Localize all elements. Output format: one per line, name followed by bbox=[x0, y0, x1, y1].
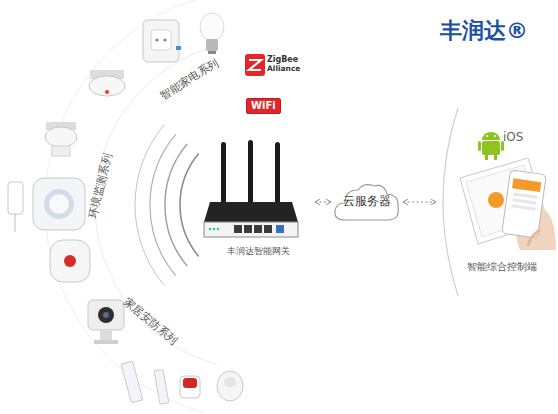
phone-in-hand bbox=[502, 170, 556, 250]
smart-socket bbox=[143, 20, 181, 62]
motion-sensor bbox=[217, 371, 243, 401]
brand-logo: 丰润达® bbox=[440, 18, 528, 43]
dashed-arrow bbox=[315, 201, 331, 202]
zigbee-logo bbox=[245, 54, 265, 76]
signal-arc bbox=[135, 125, 164, 286]
smart-bulb bbox=[200, 13, 224, 54]
wifi-badge: WiFi bbox=[246, 98, 281, 114]
dashed-arrow bbox=[403, 201, 436, 202]
smoke-detector bbox=[45, 122, 77, 156]
series-label: 智能家电系列 bbox=[159, 57, 222, 103]
series-label: 家居安防系列 bbox=[121, 296, 180, 348]
cloud-label: 云服务器 bbox=[333, 195, 401, 209]
series-label: 环境监测系列 bbox=[87, 152, 115, 219]
signal-arc bbox=[443, 108, 458, 296]
signal-arc bbox=[180, 154, 199, 257]
router bbox=[204, 140, 298, 237]
emergency-button bbox=[50, 240, 90, 282]
water-sensor bbox=[8, 182, 23, 232]
control-node: 智能综合控制端 bbox=[438, 98, 555, 282]
gateway-node: 丰润达智能网关 bbox=[203, 138, 313, 262]
android-icon bbox=[478, 132, 504, 160]
zigbee-text: ZigBee bbox=[267, 55, 298, 64]
door-sensor bbox=[121, 361, 169, 404]
signal-arc bbox=[150, 134, 176, 275]
alliance-text: Alliance bbox=[267, 65, 300, 74]
control-label: 智能综合控制端 bbox=[448, 262, 555, 273]
outer-arc bbox=[45, 0, 204, 413]
camera bbox=[88, 300, 124, 344]
gateway-label: 丰润达智能网关 bbox=[203, 246, 313, 256]
smoke-detector bbox=[89, 70, 125, 96]
cloud-node: 云服务器 bbox=[333, 180, 401, 224]
ios-text: iOS bbox=[503, 131, 523, 145]
siren bbox=[180, 376, 200, 398]
air-sensor bbox=[33, 178, 85, 230]
signal-arc bbox=[165, 144, 187, 266]
tablet bbox=[460, 158, 548, 244]
